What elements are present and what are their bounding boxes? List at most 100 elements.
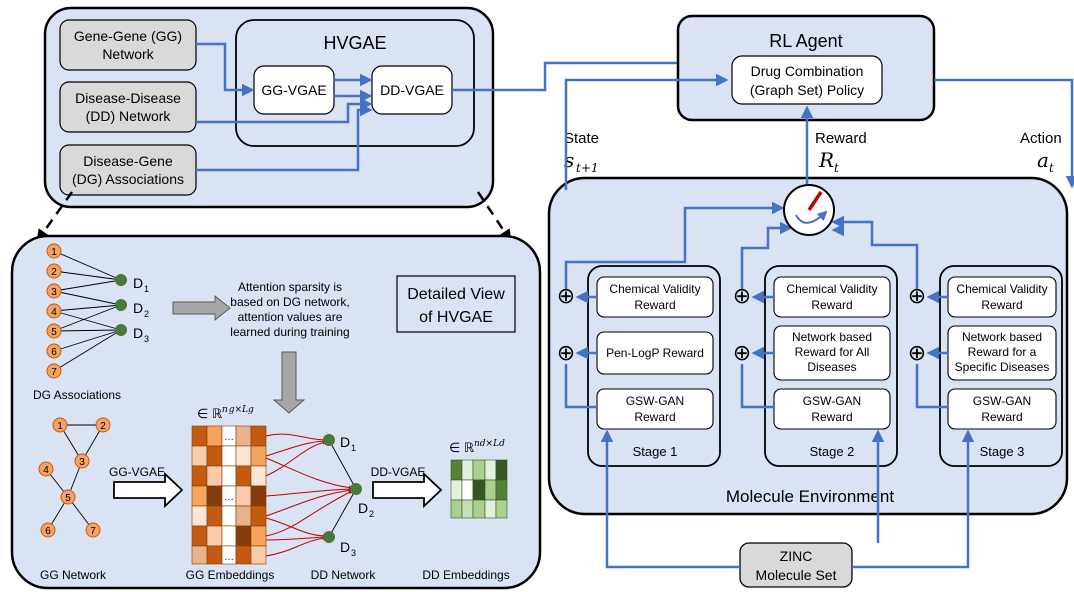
dg-node-2: 2 <box>51 267 57 278</box>
zoom-lines <box>36 191 512 243</box>
dd-d2: D <box>358 500 368 516</box>
s3-b3-l1: GSW-GAN <box>973 394 1031 408</box>
rl-agent-title: RL Agent <box>769 31 842 51</box>
detail-title-l2: of HVGAE <box>419 309 493 326</box>
reward-selector-icon <box>783 184 835 236</box>
dd-d3: D <box>340 539 350 555</box>
stage-3-label: Stage 3 <box>980 444 1025 459</box>
gg-vgae-label: GG-VGAE <box>261 82 326 98</box>
s2-b2-l3: Diseases <box>807 360 856 374</box>
stage-3-network-reward-box: Network based Reward for a Specific Dise… <box>947 325 1057 381</box>
detail-title-box: Detailed View of HVGAE <box>396 275 516 333</box>
s1-b3-l1: GSW-GAN <box>626 394 684 408</box>
input-dg-associations: Disease-Gene (DG) Associations <box>59 144 197 196</box>
env-arrows <box>564 73 1074 569</box>
policy-box: Drug Combination (Graph Set) Policy <box>731 55 883 105</box>
dd-vgae-label: DD-VGAE <box>380 82 444 98</box>
gg-node-6: 6 <box>45 526 51 537</box>
state-subscript: t+1 <box>576 161 599 175</box>
input-dd-line1: Disease-Disease <box>75 90 181 106</box>
gg-node-2: 2 <box>100 421 106 432</box>
s1-b2-l1: Pen-LogP Reward <box>606 346 704 360</box>
gg-node-5: 5 <box>65 493 71 504</box>
dd-network-graph <box>328 439 357 538</box>
dg-graph <box>53 250 122 372</box>
stage-1-penlogp-box: Pen-LogP Reward <box>596 331 714 375</box>
dd-space-sup: nd×Ld <box>474 439 505 449</box>
stage-2-network-reward-box: Network based Reward for All Diseases <box>773 325 891 381</box>
state-symbol: s <box>564 148 574 172</box>
s3-b3-l2: Reward <box>981 410 1022 424</box>
state-label: State <box>564 130 599 147</box>
dg-d1-sub: 1 <box>144 284 149 294</box>
dd-arrow-label: DD-VGAE <box>371 465 426 479</box>
dots-1: … <box>224 432 234 443</box>
plus-s2-top: ⊕ <box>733 284 751 309</box>
attn-l2: based on DG network, <box>230 295 349 309</box>
dd-space-label: ∈ ℝ nd×Ld <box>449 439 505 455</box>
dd-network-nodes: D 1 D 2 D 3 <box>323 434 374 558</box>
hvgae-title: HVGAE <box>323 33 386 53</box>
input-dg-line2: (DG) Associations <box>72 171 184 187</box>
dg-d2-sub: 2 <box>144 309 149 319</box>
zinc-box: ZINC Molecule Set <box>739 542 853 588</box>
sum-nodes: ⊕ ⊕ ⊕ ⊕ ⊕ ⊕ <box>557 284 926 366</box>
input-gg-line2: Network <box>102 46 154 62</box>
dg-gene-nodes: 1 2 3 4 5 6 7 <box>46 243 62 379</box>
dd-vgae-arrow: DD-VGAE <box>371 465 443 509</box>
gg-node-3: 3 <box>79 457 85 468</box>
stage-2-label: Stage 2 <box>810 444 855 459</box>
dg-node-6: 6 <box>51 347 57 358</box>
input-gg-line1: Gene-Gene (GG) <box>74 28 182 44</box>
s3-b1-l2: Reward <box>981 298 1022 312</box>
action-label-group: Action a t <box>1020 130 1062 175</box>
gg-vgae-arrow: GG-VGAE <box>109 465 184 509</box>
gge-caption: GG Embeddings <box>186 568 275 582</box>
plus-s2-mid: ⊕ <box>733 341 751 366</box>
plus-s1-mid: ⊕ <box>557 341 575 366</box>
dd-d1: D <box>340 434 350 450</box>
gg-node-7: 7 <box>90 526 96 537</box>
dd-space: ∈ ℝ <box>449 440 475 455</box>
reward-label: Reward <box>815 130 867 147</box>
input-gg-network: Gene-Gene (GG) Network <box>59 19 197 71</box>
s3-b2-l2: Reward for a <box>968 345 1037 359</box>
reward-symbol: R <box>818 148 834 172</box>
zinc-line1: ZINC <box>780 548 813 564</box>
stage-1-chemical-validity-box: Chemical Validity Reward <box>596 276 714 318</box>
action-symbol: a <box>1037 148 1049 172</box>
attn-l4: learned during training <box>230 325 349 339</box>
dd-d1-sub: 1 <box>351 443 356 453</box>
dots-3: … <box>224 552 234 563</box>
gg-space-label: ∈ ℝ n g×Lg <box>197 405 254 421</box>
stage-3-chemical-validity-box: Chemical Validity Reward <box>947 276 1057 318</box>
gg-embeddings-matrix <box>191 425 267 565</box>
dg-node-7: 7 <box>51 367 57 378</box>
dg-node-3: 3 <box>51 287 57 298</box>
overview-arrows <box>196 42 729 172</box>
s2-b3-l1: GSW-GAN <box>803 394 861 408</box>
attention-edges <box>265 433 353 557</box>
input-dd-network: Disease-Disease (DD) Network <box>59 81 197 133</box>
dg-d1: D <box>133 275 143 291</box>
dg-d3-sub: 3 <box>144 334 149 344</box>
dd-d2-sub: 2 <box>369 509 374 519</box>
gg-space: ∈ ℝ <box>197 406 223 421</box>
attn-l3: attention values are <box>238 310 343 324</box>
plus-s3-top: ⊕ <box>908 284 926 309</box>
stage-2-chemical-validity-box: Chemical Validity Reward <box>773 276 891 318</box>
dde-caption: DD Embeddings <box>422 568 509 582</box>
action-subscript: t <box>1049 161 1054 175</box>
action-label: Action <box>1020 130 1062 147</box>
gg-space-sup: n g×Lg <box>222 405 254 415</box>
dd-vgae-box: DD-VGAE <box>371 65 453 115</box>
s2-b2-l2: Reward for All <box>795 345 870 359</box>
s3-b2-l3: Specific Diseases <box>955 360 1050 374</box>
dg-d3: D <box>133 325 143 341</box>
attention-text: Attention sparsity is based on DG networ… <box>230 280 349 339</box>
gg-arrow-label: GG-VGAE <box>109 465 165 479</box>
gg-network-nodes: 1 2 3 4 5 6 7 <box>38 417 111 538</box>
s3-b1-l1: Chemical Validity <box>956 282 1047 296</box>
s2-b2-l1: Network based <box>792 330 872 344</box>
